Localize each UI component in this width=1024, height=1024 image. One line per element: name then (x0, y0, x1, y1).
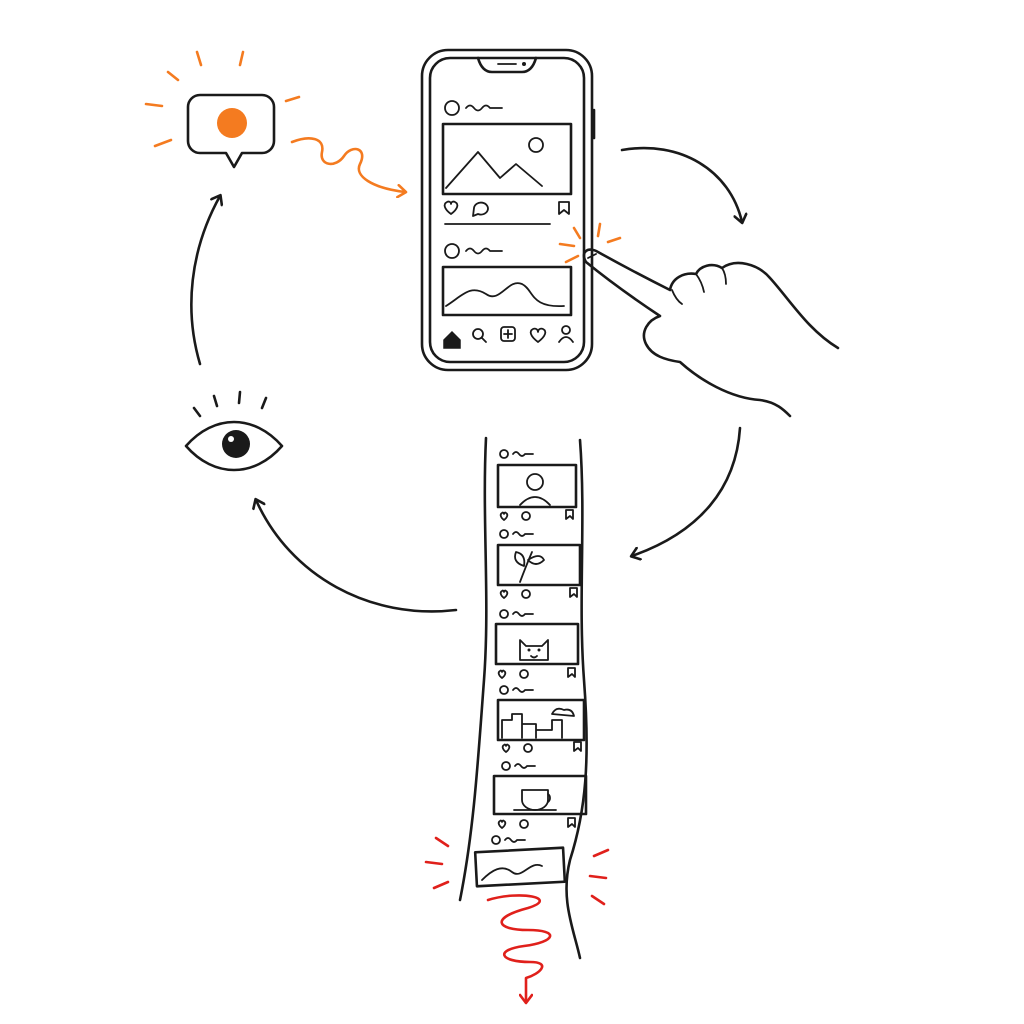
heart-icon (443, 200, 459, 215)
phone-bottom-nav (443, 325, 574, 349)
feed-card-wave (473, 835, 567, 888)
add-post-icon (500, 326, 516, 342)
arrow-feed-to-watch (256, 500, 458, 613)
person-icon (519, 473, 551, 506)
feed-card-plant (496, 529, 582, 599)
bookmark-icon (558, 201, 570, 215)
notification-glow-rays (144, 50, 301, 148)
scroll-strip-icon (458, 436, 588, 960)
comment-icon (472, 201, 489, 217)
arrow-tap-to-feed (632, 426, 742, 556)
feed-card-cat (494, 609, 580, 679)
city-skyline-icon (501, 707, 575, 739)
cat-icon (519, 639, 549, 661)
notification-dot (217, 108, 247, 138)
smartphone-icon (420, 48, 596, 372)
feed-post-1 (441, 100, 573, 225)
avatar (444, 243, 460, 259)
wave-landscape-icon (481, 863, 543, 881)
profile-icon (558, 325, 574, 343)
pointing-hand-icon (582, 248, 840, 418)
eye-icon (184, 390, 284, 472)
notification-bubble-icon (186, 93, 276, 169)
heart-icon (529, 327, 547, 343)
tap-burst-rays (558, 222, 622, 264)
avatar (444, 100, 460, 116)
coffee-cup-icon (513, 789, 557, 811)
feed-card-city (496, 685, 586, 753)
feed-card-person (496, 449, 578, 521)
arrow-watch-to-notification (190, 196, 220, 366)
plant-icon (514, 551, 545, 583)
arrow-notification-to-phone (290, 137, 405, 192)
search-icon (472, 328, 487, 343)
home-icon (443, 330, 461, 349)
feed-alarm-rays (424, 836, 610, 906)
feed-post-2 (441, 243, 573, 317)
arrow-phone-to-tap (620, 146, 742, 222)
downward-spiral-arrow (486, 894, 552, 1002)
feed-card-coffee (492, 761, 588, 829)
